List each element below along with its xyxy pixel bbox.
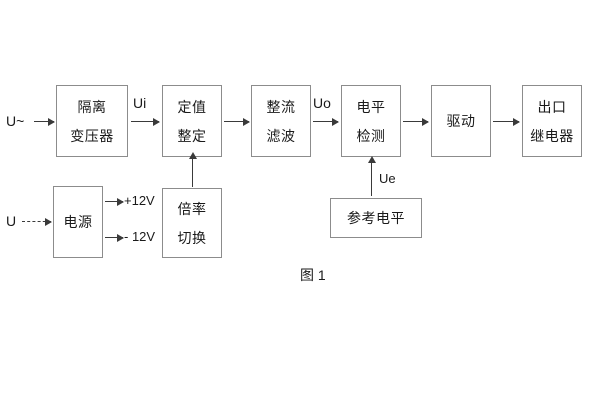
arrow-drive-to-output-relay [493,117,520,126]
block-setting-value[interactable]: 定值 整定 [162,85,222,157]
block-rectify-filter-line-1: 整流 [266,98,296,115]
arrow-setting-value-to-rectify-filter [224,117,250,126]
arrow-level-detection-to-drive [403,117,429,126]
block-rectify-filter-line-2: 滤波 [266,127,296,144]
input-ac-label: U~ [6,113,25,129]
block-power-supply-line-1: 电源 [63,214,93,230]
block-setting-value-line-2: 整定 [177,127,207,144]
arrow-rectify-filter-to-level-detection [313,117,339,126]
block-output-relay[interactable]: 出口 继电器 [522,85,582,157]
arrow-multiplier-switch-to-setting-value [188,152,197,187]
rail-negative-label: - 12V [124,229,156,244]
block-reference-level-line-1: 参考电平 [347,210,405,226]
block-level-detection[interactable]: 电平 检测 [341,85,401,157]
arrow-isolation-transformer-to-setting-value [131,117,160,126]
block-level-detection-line-2: 检测 [356,127,386,144]
block-isolation-transformer-line-1: 隔离 [77,98,107,115]
signal-ue-label: Ue [379,171,396,186]
figure-caption: 图 1 [300,267,326,283]
rail-positive-label: +12V [124,193,155,208]
block-drive-line-1: 驱动 [446,113,476,129]
signal-uo-label: Uo [313,95,331,111]
block-power-supply[interactable]: 电源 [53,186,103,258]
block-output-relay-line-1: 出口 [537,98,567,115]
arrow-power-supply-negative-rail [105,233,124,242]
block-level-detection-line-1: 电平 [356,98,386,115]
arrow-input-dc-to-power-supply [22,217,52,226]
block-rectify-filter[interactable]: 整流 滤波 [251,85,311,157]
block-drive[interactable]: 驱动 [431,85,491,157]
input-dc-label: U [6,213,17,229]
arrow-power-supply-positive-rail [105,197,124,206]
arrow-reference-level-to-level-detection [367,156,376,196]
block-multiplier-switch-line-1: 倍率 [177,200,207,217]
block-multiplier-switch-line-2: 切换 [177,229,207,246]
arrow-input-ac-to-isolation-transformer [34,117,55,126]
block-setting-value-line-1: 定值 [177,98,207,115]
block-isolation-transformer[interactable]: 隔离 变压器 [56,85,128,157]
signal-ui-label: Ui [133,95,147,111]
block-reference-level[interactable]: 参考电平 [330,198,422,238]
block-output-relay-line-2: 继电器 [530,127,574,144]
block-isolation-transformer-line-2: 变压器 [70,127,114,144]
block-multiplier-switch[interactable]: 倍率 切换 [162,188,222,258]
